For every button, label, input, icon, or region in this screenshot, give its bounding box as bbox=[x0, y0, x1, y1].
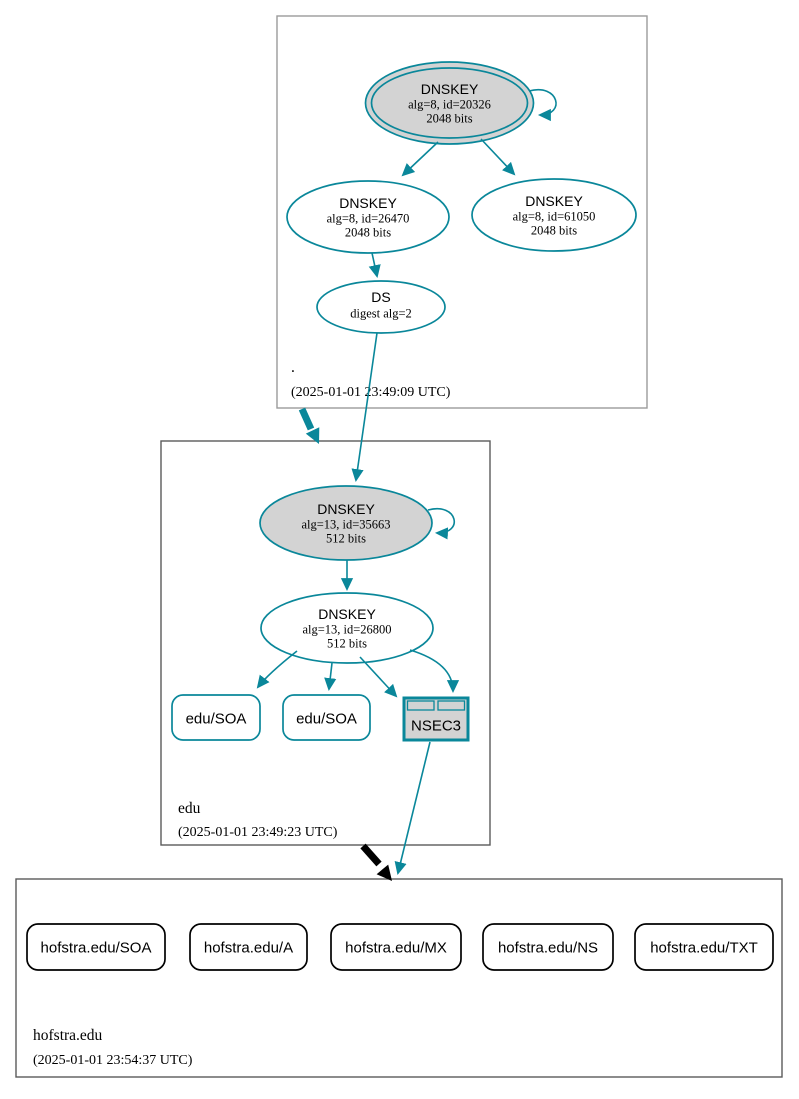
hofstra-soa-box[interactable] bbox=[26, 923, 166, 971]
zone-edu-border bbox=[160, 440, 491, 846]
zone-hofstra: hofstra.edu (2025-01-01 23:54:37 UTC) bbox=[15, 878, 783, 1078]
node-edu-zsk-dnskey[interactable]: DNSKEY alg=13, id=26800 512 bits bbox=[260, 592, 434, 664]
edu-ksk-detail2: 512 bits bbox=[326, 532, 366, 546]
edge-root-ds-to-edu-ksk bbox=[351, 332, 378, 483]
hofstra-ns-label: hofstra.edu/NS bbox=[498, 940, 598, 957]
edge-root-zsk-to-ds bbox=[368, 252, 381, 278]
root-ds-type: DS bbox=[371, 289, 390, 305]
zone-root: . (2025-01-01 23:49:09 UTC) bbox=[276, 15, 648, 409]
node-edu-ksk-dnskey[interactable]: DNSKEY alg=13, id=35663 512 bits bbox=[259, 485, 433, 561]
edu-nsec3-cell-left bbox=[406, 700, 435, 711]
hofstra-txt-label: hofstra.edu/TXT bbox=[650, 940, 758, 957]
edu-nsec3-label: NSEC3 bbox=[411, 718, 461, 735]
node-edu-nsec3[interactable]: NSEC3 bbox=[402, 696, 470, 742]
edge-edu-zsk-to-soa2 bbox=[324, 662, 337, 692]
hofstra-a-label: hofstra.edu/A bbox=[204, 940, 293, 957]
edge-root-to-edu-delegation bbox=[298, 407, 320, 444]
edu-soa-2-box[interactable] bbox=[282, 694, 371, 741]
zone-hofstra-timestamp: (2025-01-01 23:54:37 UTC) bbox=[33, 1053, 193, 1068]
zone-root-timestamp: (2025-01-01 23:49:09 UTC) bbox=[291, 385, 451, 400]
zone-root-border bbox=[276, 15, 648, 409]
node-root-ksk-dnskey[interactable]: DNSKEY alg=8, id=20326 2048 bits bbox=[364, 61, 535, 145]
zone-edu-label: edu bbox=[178, 800, 201, 817]
root-key2-detail2: 2048 bits bbox=[531, 224, 577, 238]
zone-hofstra-border bbox=[15, 878, 783, 1078]
hofstra-a-box[interactable] bbox=[189, 923, 308, 971]
root-key2-type: DNSKEY bbox=[525, 193, 583, 209]
edge-edu-zsk-to-nsec3-left bbox=[359, 656, 398, 698]
node-root-zsk-dnskey[interactable]: DNSKEY alg=8, id=26470 2048 bits bbox=[286, 180, 450, 254]
edge-edu-zsk-to-soa1 bbox=[256, 650, 298, 689]
root-zsk-detail1: alg=8, id=26470 bbox=[327, 212, 410, 226]
edu-ksk-detail1: alg=13, id=35663 bbox=[301, 518, 390, 532]
edu-soa-2-label: edu/SOA bbox=[296, 711, 357, 728]
root-ksk-detail2: 2048 bits bbox=[426, 112, 472, 126]
edge-nsec3-to-hofstra-zone bbox=[394, 741, 431, 875]
zone-edu-timestamp: (2025-01-01 23:49:23 UTC) bbox=[178, 825, 338, 840]
root-ksk-detail1: alg=8, id=20326 bbox=[408, 98, 491, 112]
edu-zsk-ellipse[interactable] bbox=[260, 592, 434, 664]
node-edu-soa-2[interactable]: edu/SOA bbox=[282, 694, 371, 741]
delegation-insecure-shaft bbox=[360, 843, 382, 867]
zone-root-label: . bbox=[291, 359, 295, 376]
node-hofstra-txt[interactable]: hofstra.edu/TXT bbox=[634, 923, 774, 971]
root-zsk-type: DNSKEY bbox=[339, 195, 397, 211]
edu-soa-1-label: edu/SOA bbox=[186, 711, 247, 728]
zone-hofstra-label: hofstra.edu bbox=[33, 1027, 103, 1044]
edu-soa-1-box[interactable] bbox=[171, 694, 261, 741]
edge-root-ksk-to-key2 bbox=[480, 138, 516, 176]
root-key2-detail1: alg=8, id=61050 bbox=[513, 210, 596, 224]
node-hofstra-soa[interactable]: hofstra.edu/SOA bbox=[26, 923, 166, 971]
zone-edu: edu (2025-01-01 23:49:23 UTC) bbox=[160, 440, 491, 846]
node-hofstra-a[interactable]: hofstra.edu/A bbox=[189, 923, 308, 971]
hofstra-soa-label: hofstra.edu/SOA bbox=[41, 940, 152, 957]
edu-ksk-ellipse[interactable] bbox=[259, 485, 433, 561]
edges bbox=[256, 88, 557, 881]
root-ds-detail1: digest alg=2 bbox=[350, 307, 412, 321]
edu-ksk-type: DNSKEY bbox=[317, 501, 375, 517]
hofstra-mx-label: hofstra.edu/MX bbox=[345, 940, 447, 957]
edge-root-ksk-self-loop bbox=[528, 88, 557, 122]
root-key2-ellipse[interactable] bbox=[471, 178, 637, 252]
delegation-secure-head bbox=[305, 427, 320, 444]
root-zsk-detail2: 2048 bits bbox=[345, 226, 391, 240]
node-hofstra-ns[interactable]: hofstra.edu/NS bbox=[482, 923, 614, 971]
node-edu-soa-1[interactable]: edu/SOA bbox=[171, 694, 261, 741]
node-root-key2-dnskey[interactable]: DNSKEY alg=8, id=61050 2048 bits bbox=[471, 178, 637, 252]
hofstra-mx-box[interactable] bbox=[330, 923, 462, 971]
hofstra-ns-box[interactable] bbox=[482, 923, 614, 971]
delegation-insecure-head bbox=[376, 864, 392, 881]
root-ksk-inner-ring bbox=[370, 67, 529, 139]
edge-edu-to-hofstra-delegation bbox=[360, 843, 392, 881]
edu-zsk-detail2: 512 bits bbox=[327, 637, 367, 651]
hofstra-txt-box[interactable] bbox=[634, 923, 774, 971]
edu-zsk-detail1: alg=13, id=26800 bbox=[302, 623, 391, 637]
root-zsk-ellipse[interactable] bbox=[286, 180, 450, 254]
edu-zsk-type: DNSKEY bbox=[318, 606, 376, 622]
edge-root-ksk-to-zsk bbox=[401, 141, 439, 177]
node-hofstra-mx[interactable]: hofstra.edu/MX bbox=[330, 923, 462, 971]
edu-nsec3-cell-right bbox=[437, 700, 466, 711]
delegation-secure-shaft bbox=[298, 407, 315, 431]
root-ksk-ellipse[interactable] bbox=[364, 61, 535, 145]
root-ksk-type: DNSKEY bbox=[421, 81, 479, 97]
node-root-ds[interactable]: DS digest alg=2 bbox=[316, 280, 446, 334]
root-ds-ellipse[interactable] bbox=[316, 280, 446, 334]
edge-edu-zsk-to-nsec3-top bbox=[409, 649, 460, 694]
edge-edu-ksk-self-loop bbox=[427, 507, 455, 540]
